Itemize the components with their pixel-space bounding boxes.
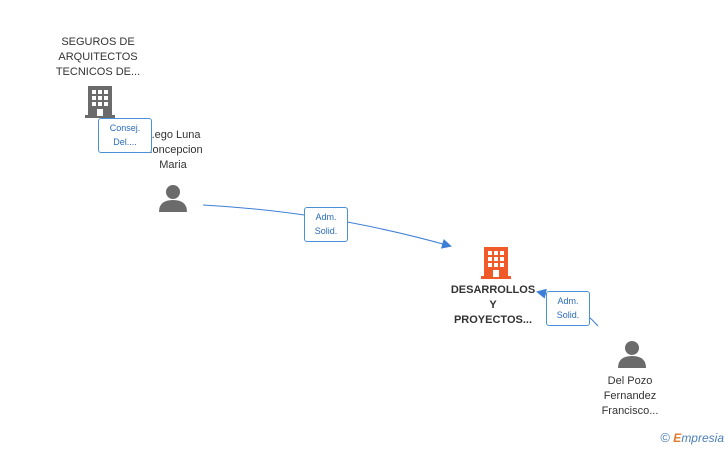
company-desarrollos-line2: Y — [489, 299, 497, 311]
person-delpozo-line2: Fernandez — [603, 390, 657, 402]
person-luna-line3: Maria — [159, 159, 187, 171]
role-consej-box[interactable]: Consej. Del.... — [98, 118, 152, 153]
company-desarrollos-label[interactable]: DESARROLLOS Y PROYECTOS... — [440, 283, 546, 328]
person-luna-line1: ...ego Luna — [145, 129, 201, 141]
role-adm2-line2: Solid. — [556, 310, 580, 320]
brand-name: mpresia — [681, 431, 724, 445]
company-desarrollos-line1: DESARROLLOS — [450, 284, 536, 296]
person-luna-label[interactable]: ...ego Luna ...oncepcion Maria — [128, 128, 218, 173]
person-icon[interactable] — [617, 340, 647, 368]
company-seguros-label[interactable]: SEGUROS DE ARQUITECTOS TECNICOS DE... — [40, 35, 156, 80]
building-icon-highlighted[interactable] — [481, 245, 511, 279]
copyright-icon: © — [660, 430, 670, 445]
role-consej-line2: Del.... — [113, 137, 137, 147]
person-delpozo-label[interactable]: Del Pozo Fernandez Francisco... — [584, 374, 676, 419]
person-luna-line2: ...oncepcion — [143, 144, 203, 156]
person-delpozo-line3: Francisco... — [601, 405, 659, 417]
brand-initial: E — [673, 431, 682, 445]
role-adm-solid-box-1[interactable]: Adm. Solid. — [304, 207, 348, 242]
company-seguros-line1: SEGUROS DE — [61, 36, 135, 48]
role-adm2-line1: Adm. — [557, 296, 579, 306]
building-icon[interactable] — [85, 84, 115, 118]
person-delpozo-line1: Del Pozo — [607, 375, 653, 387]
role-adm1-line2: Solid. — [314, 226, 338, 236]
empresia-brand: © Empresia — [660, 430, 724, 445]
company-desarrollos-line3: PROYECTOS... — [453, 314, 533, 326]
company-seguros-line3: TECNICOS DE... — [55, 66, 141, 78]
person-icon[interactable] — [158, 184, 188, 212]
company-seguros-line2: ARQUITECTOS — [58, 51, 138, 63]
role-adm-solid-box-2[interactable]: Adm. Solid. — [546, 291, 590, 326]
role-adm1-line1: Adm. — [315, 212, 337, 222]
role-consej-line1: Consej. — [109, 123, 141, 133]
